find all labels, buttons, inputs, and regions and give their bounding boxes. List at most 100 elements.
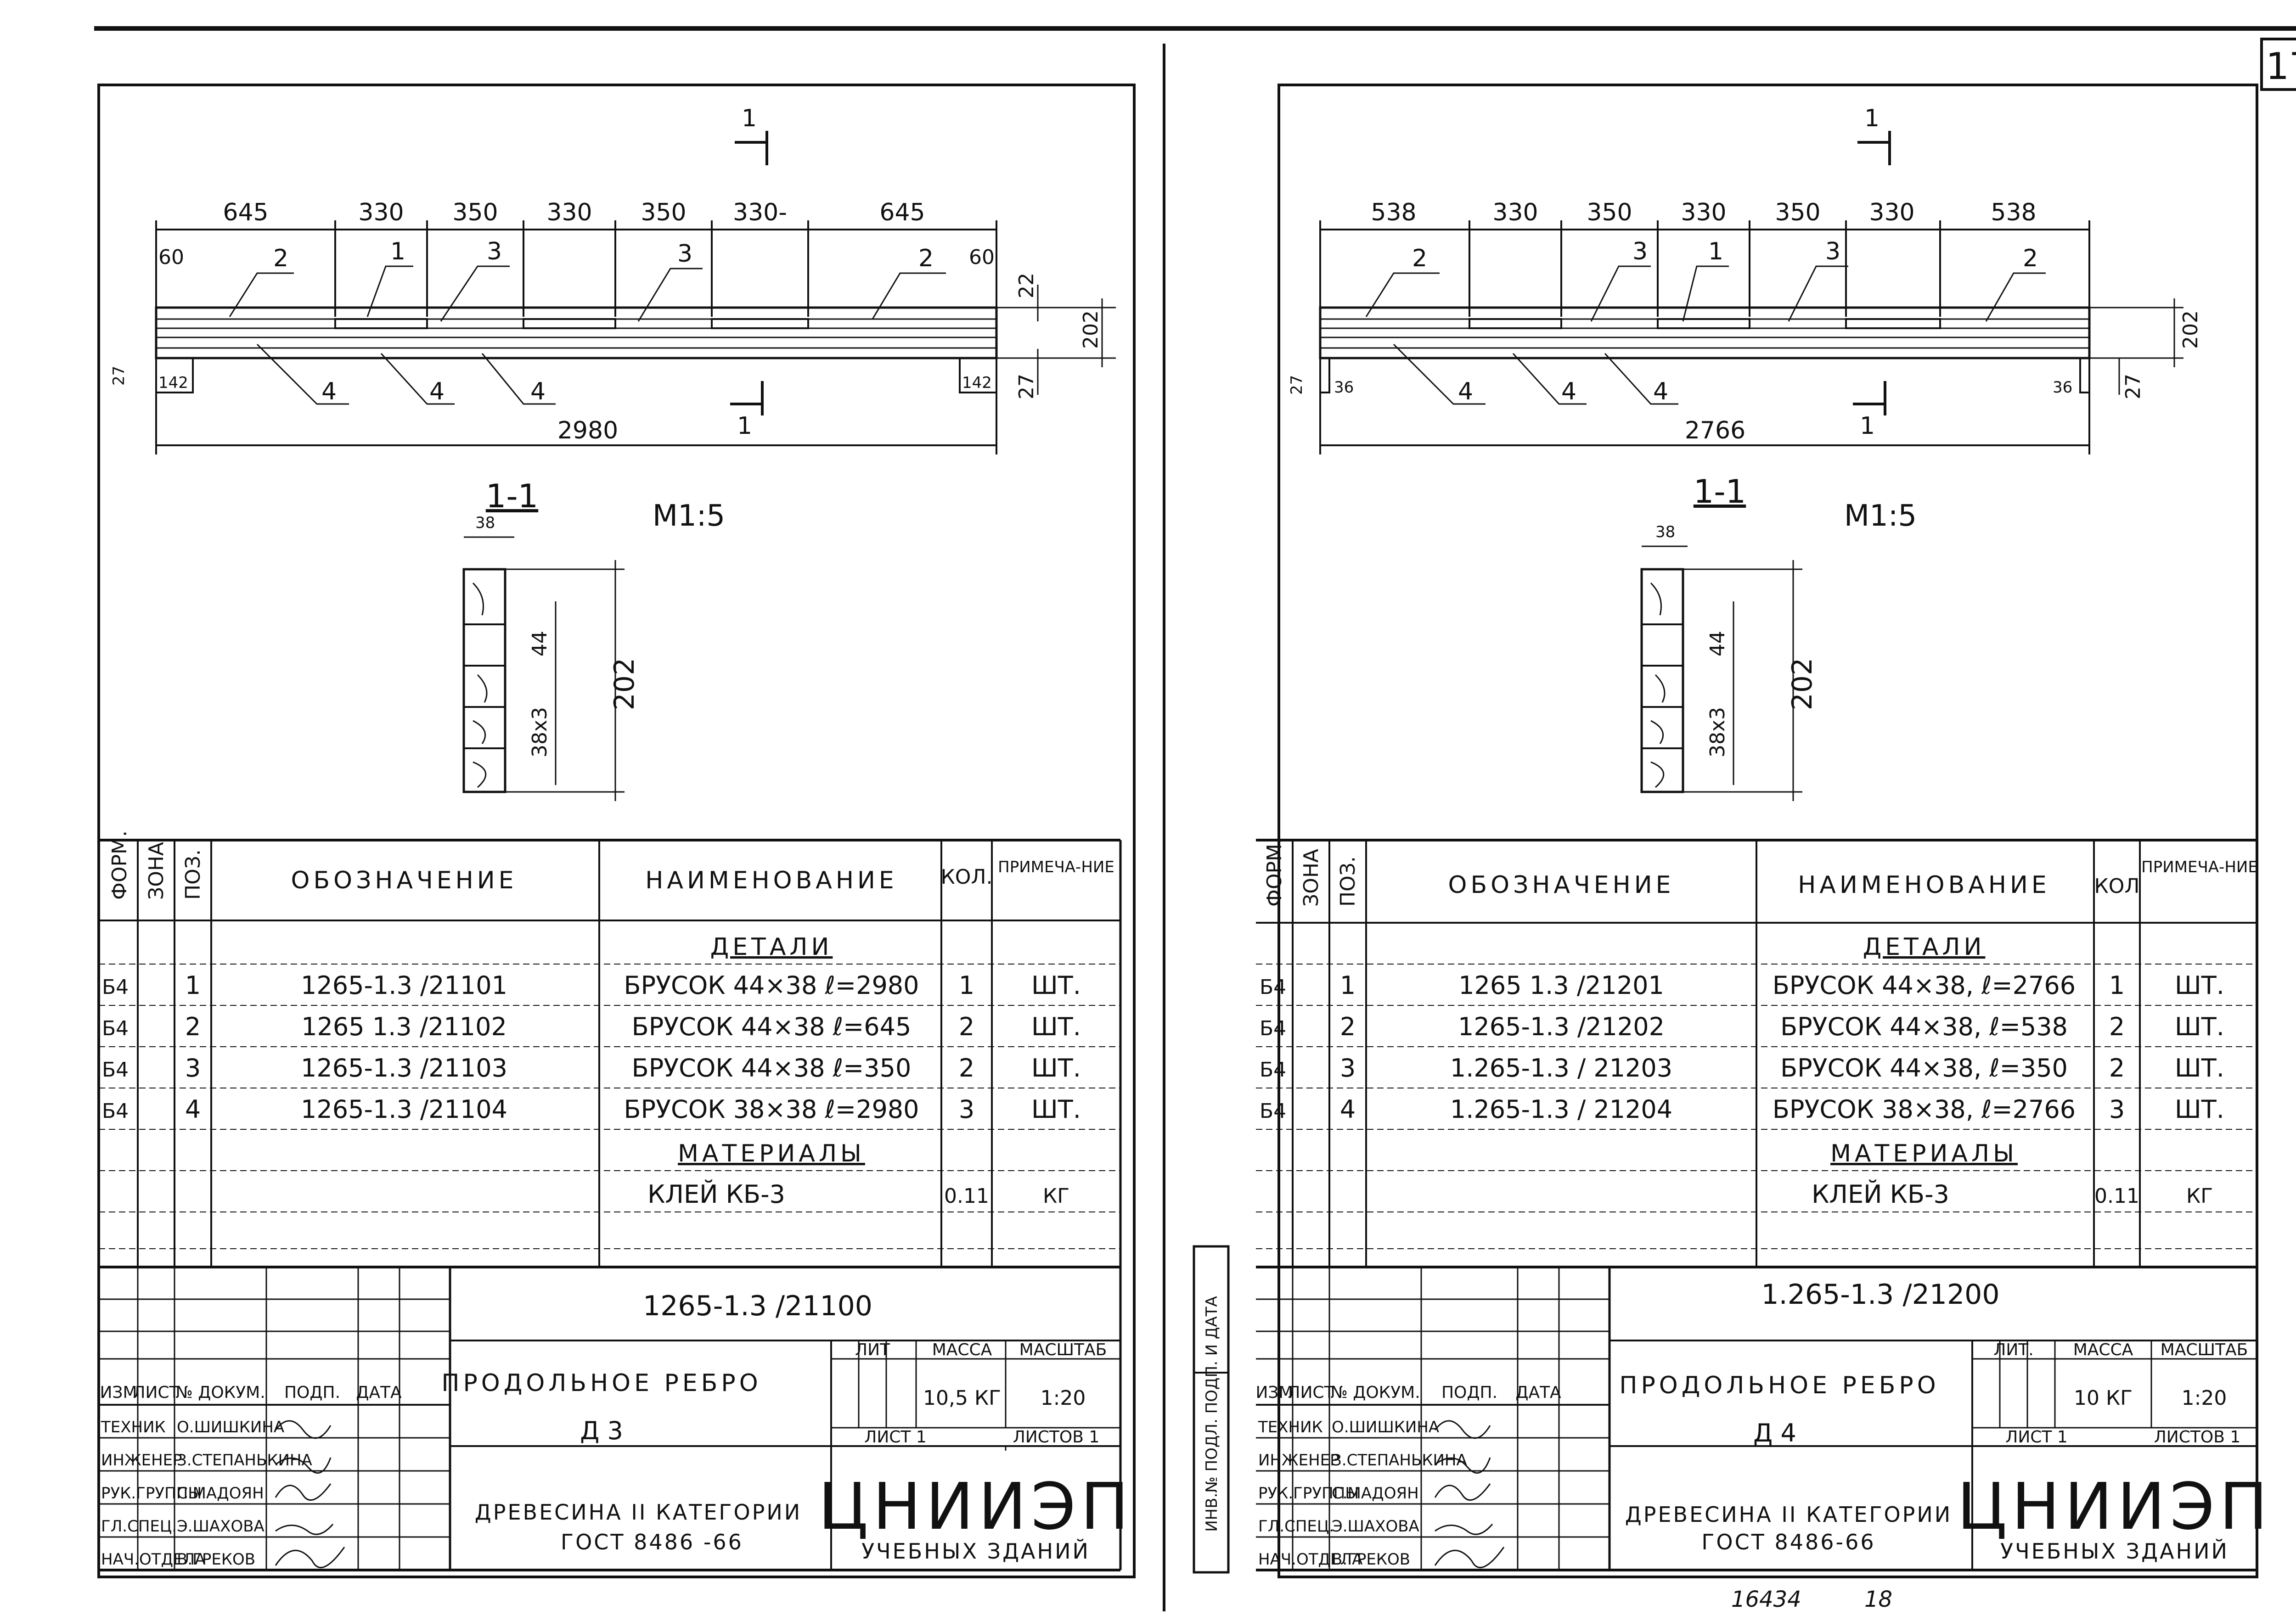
right-dim-2: 27: [2122, 374, 2145, 399]
signature-scribbles: [275, 1420, 345, 1569]
staff-name: С.МАДОЯН: [177, 1484, 264, 1503]
material-qty: 0.11: [944, 1184, 989, 1208]
part-label-2b: 2: [2023, 245, 2038, 272]
standard: ГОСТ 8486 -66: [561, 1530, 743, 1554]
specification-table: [1256, 839, 2257, 1267]
th-form: ФОРМ.: [108, 830, 131, 900]
row-name: БРУСОК 44×38, ℓ=350: [1780, 1054, 2068, 1083]
row-note: ШТ.: [2175, 971, 2224, 1000]
dim-top-1: 538: [1371, 199, 1416, 226]
row-name: БРУСОК 44×38, ℓ=2766: [1773, 971, 2076, 1000]
staff-name: З.СТЕПАНЬКИНА: [177, 1451, 312, 1470]
section-width: 38: [1655, 523, 1675, 541]
right-dim-1: 202: [2179, 310, 2202, 349]
row-form: Б4: [1260, 1058, 1286, 1082]
staff-name: Э.ШАХОВА: [177, 1517, 264, 1536]
section-dim-202: 202: [1786, 658, 1818, 711]
scale-value: 1:20: [2182, 1386, 2227, 1410]
total-length: 2980: [557, 417, 618, 444]
row-note: ШТ.: [2175, 1012, 2224, 1041]
mass-value: 10,5 КГ: [923, 1386, 1001, 1410]
dim-top-4: 330: [546, 199, 592, 226]
dim-top-2: 330: [358, 199, 404, 226]
org-sub: УЧЕБНЫХ ЗДАНИЙ: [861, 1539, 1090, 1564]
page-number: 17: [2266, 45, 2296, 88]
material-qty: 0.11: [2094, 1184, 2139, 1208]
th-qty: КОЛ: [2094, 875, 2140, 898]
row-name: БРУСОК 38×38 ℓ=2980: [624, 1095, 919, 1124]
row-pos: 3: [1340, 1054, 1356, 1083]
tb-header-doc: № ДОКУМ.: [175, 1383, 265, 1402]
row-form: Б4: [1260, 1099, 1286, 1123]
right-dim-1: 22: [1015, 273, 1038, 298]
dim-top-5: 350: [641, 199, 686, 226]
dim-top-4: 330: [1681, 199, 1726, 226]
row-qty: 2: [2109, 1054, 2125, 1083]
sheet-left: 1 1 645 330 350 330 350 330- 645 60 60: [97, 84, 1136, 1578]
row-pos: 1: [1340, 971, 1356, 1000]
part-label-3a: 3: [1632, 238, 1648, 265]
doc-code: 1.265-1.3 /21200: [1761, 1279, 2000, 1311]
row-name: БРУСОК 44×38 ℓ=350: [632, 1054, 912, 1083]
signature-scribbles: [1434, 1420, 1505, 1569]
th-pos: ПОЗ.: [1336, 856, 1360, 907]
lit-label: ЛИТ: [855, 1341, 890, 1359]
mass-value: 10 КГ: [2074, 1386, 2133, 1410]
part-label-4b: 4: [1561, 378, 1576, 405]
staff-role: ГЛ.СПЕЦ.: [1258, 1517, 1334, 1536]
table-row: Б4 1 1265 1.3 /21201 БРУСОК 44×38, ℓ=276…: [1260, 971, 2224, 1000]
support-left: 36: [1334, 378, 1354, 397]
row-name: БРУСОК 44×38, ℓ=538: [1780, 1012, 2068, 1041]
product-mark: Д 4: [1753, 1419, 1796, 1447]
sheet-right: 1 1 538 330 350 330 350 330 538: [1255, 84, 2268, 1578]
row-pos: 2: [185, 1012, 201, 1041]
title-block: [1256, 1266, 2257, 1571]
row-form: Б4: [102, 1099, 129, 1123]
staff-role: ИНЖЕНЕР: [101, 1451, 182, 1470]
part-label-4c: 4: [1653, 378, 1668, 405]
support-right: 36: [2053, 378, 2072, 397]
tb-header-izm: ИЗМ: [1255, 1383, 1293, 1402]
th-designation: ОБОЗНАЧЕНИЕ: [1448, 871, 1675, 899]
row-pos: 3: [185, 1054, 201, 1083]
row-qty: 2: [959, 1012, 974, 1041]
th-qty: КОЛ.: [941, 865, 993, 889]
th-note: ПРИМЕЧА-НИЕ: [2141, 858, 2258, 876]
staff-name: О.ШИШКИНА: [177, 1418, 284, 1436]
staff-role: ГЛ.СПЕЦ.: [101, 1517, 177, 1536]
part-label-2a: 2: [273, 245, 288, 272]
part-label-4c: 4: [530, 378, 546, 405]
mass-label: МАССА: [932, 1341, 992, 1359]
staff-name: В.ГРЕКОВ: [1332, 1550, 1410, 1569]
org-name: ЦНИИЭП: [818, 1470, 1133, 1544]
dim-top-1: 645: [223, 199, 268, 226]
row-form: Б4: [1260, 976, 1286, 999]
tb-header-date: ДАТА: [1515, 1383, 1561, 1402]
section-width: 38: [475, 514, 495, 532]
table-row: Б4 2 1265 1.3 /21102 БРУСОК 44×38 ℓ=645 …: [102, 1012, 1081, 1041]
row-note: ШТ.: [1031, 1012, 1081, 1041]
material-grade: ДРЕВЕСИНА II КАТЕГОРИИ: [475, 1500, 802, 1525]
tb-header-sign: ПОДП.: [1441, 1383, 1497, 1402]
cut-mark-top: 1: [742, 105, 757, 132]
row-designation: 1265-1.3 /21103: [301, 1054, 507, 1083]
part-label-4a: 4: [1458, 378, 1473, 405]
row-form: Б4: [102, 1058, 129, 1082]
row-pos: 4: [1340, 1095, 1356, 1124]
row-qty: 3: [2109, 1095, 2125, 1124]
materials-title: МАТЕРИАЛЫ: [1830, 1140, 2018, 1167]
title-block: [99, 1266, 1122, 1571]
row-form: Б4: [102, 976, 129, 999]
page-number-box: [2260, 38, 2296, 91]
dim-edge-left: 60: [158, 246, 184, 269]
details-title: ДЕТАЛИ: [710, 933, 833, 961]
details-title: ДЕТАЛИ: [1863, 933, 1986, 961]
staff-role: РУК.ГРУППЫ: [101, 1484, 202, 1503]
staff-name: С.МАДОЯН: [1332, 1484, 1419, 1503]
support-left: 142: [158, 374, 188, 392]
bottom-note-sheet: 18: [1864, 1587, 1892, 1612]
row-designation: 1265 1.3 /21102: [301, 1012, 507, 1041]
bottom-note-archive: 16434: [1731, 1587, 1801, 1612]
tb-header-date: ДАТА: [356, 1383, 402, 1402]
lit-label: ЛИТ.: [1993, 1341, 2033, 1359]
